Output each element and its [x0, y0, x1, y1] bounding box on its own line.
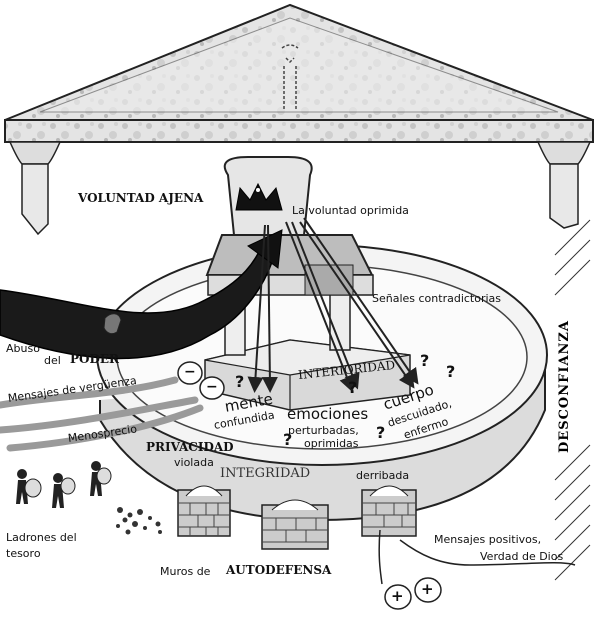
- question-mark-icon: ?: [348, 378, 358, 397]
- label-derribada: derribada: [356, 469, 410, 482]
- label-privacidad: PRIVACIDAD: [146, 440, 234, 454]
- label-desconfianza: DESCONFIANZA: [557, 320, 572, 453]
- oppression-arrows: [247, 217, 419, 393]
- question-mark-icon: ?: [420, 351, 430, 370]
- label-perturbadas: perturbadas,: [288, 424, 359, 437]
- positive-arrows: [378, 529, 576, 585]
- thief-icon: [16, 469, 42, 504]
- wall-icon: [177, 485, 231, 537]
- rubble: [116, 507, 162, 535]
- label-violada: violada: [174, 456, 214, 469]
- label-emociones: emociones: [287, 405, 369, 423]
- power-abuse-arrow: [0, 229, 283, 360]
- question-mark-icon: ?: [376, 423, 386, 442]
- temple-roof-icon: [4, 3, 594, 143]
- label-voluntad-ajena: VOLUNTAD AJENA: [78, 191, 204, 205]
- minus-bubble-icon: [177, 361, 225, 400]
- minus-sign: −: [184, 364, 196, 380]
- question-mark-icon: ?: [446, 362, 456, 381]
- wall-icon: [261, 499, 329, 550]
- thief-icon: [90, 461, 112, 496]
- label-voluntad-oprimida: La voluntad oprimida: [292, 204, 409, 217]
- plus-bubble-icon: [384, 577, 442, 610]
- label-autodefensa: AUTODEFENSA: [226, 563, 332, 577]
- label-ladrones-1: Ladrones del: [6, 531, 77, 544]
- label-muros-de: Muros de: [160, 565, 211, 578]
- label-abuso: Abuso: [6, 342, 40, 355]
- label-oprimidas: oprimidas: [304, 437, 359, 450]
- minus-sign: −: [206, 379, 218, 395]
- label-ladrones-2: tesoro: [6, 547, 41, 560]
- plus-sign: +: [391, 587, 404, 605]
- label-positivos-1: Mensajes positivos,: [434, 533, 542, 546]
- label-integridad: INTEGRIDAD: [220, 466, 311, 481]
- wall-icon: [361, 485, 417, 537]
- label-del: del: [44, 354, 61, 367]
- thief-icon: [52, 473, 76, 508]
- crown-icon: [235, 182, 283, 211]
- question-mark-icon: ?: [283, 430, 293, 449]
- shame-arrows: [0, 376, 204, 452]
- label-senales: Señales contradictorias: [372, 292, 502, 305]
- question-mark-icon: ?: [235, 372, 245, 391]
- plus-sign: +: [421, 580, 434, 598]
- label-positivos-2: Verdad de Dios: [480, 550, 564, 563]
- right-column: [536, 141, 592, 229]
- left-column: [8, 141, 62, 236]
- label-poder: PODER: [70, 352, 120, 366]
- distrust-hatching: [554, 219, 591, 581]
